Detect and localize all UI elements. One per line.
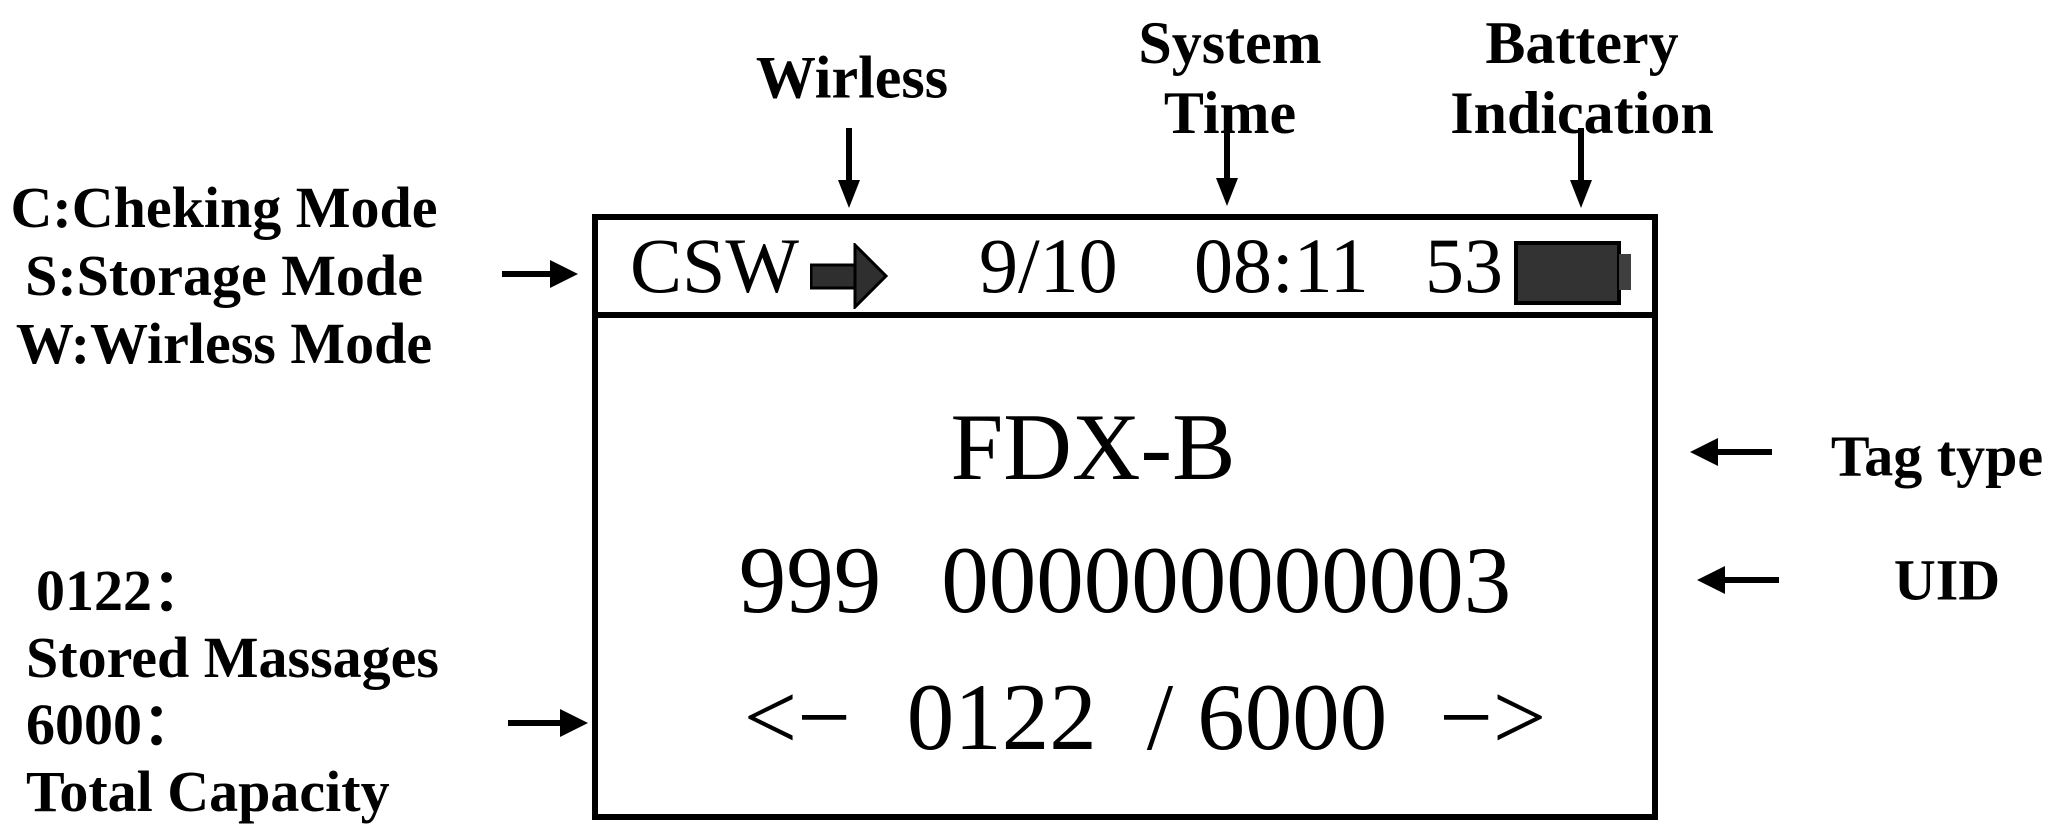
mode-legend: C:Cheking Mode S:Storage Mode W:Wirless … (0, 174, 448, 378)
mode-legend-line-wireless: W:Wirless Mode (15, 311, 433, 376)
battery-down-arrow-icon (1570, 128, 1592, 208)
system-date: 9/10 (979, 222, 1118, 309)
screen-area: FDX-B 999 000000000003 <− 0122 /6000 −> (598, 318, 1652, 814)
counter-prev-arrow: <− (743, 664, 851, 770)
storage-legend-arrow-icon (508, 709, 588, 737)
lcd-display: CSW 9/10 08:11 53 FDX-B 999 000000000003 (592, 214, 1658, 820)
uid-value: 999 000000000003 (598, 520, 1652, 640)
system-time: 08:11 (1194, 222, 1369, 309)
battery-icon (1514, 241, 1631, 305)
counter-stored-value: 0122 (906, 664, 1097, 770)
wireless-mode-right-arrow-icon (810, 243, 888, 309)
system-time-down-arrow-icon (1216, 118, 1238, 206)
tag-type-value: FDX-B (950, 394, 1236, 500)
mode-legend-line-storage: S:Storage Mode (25, 243, 423, 308)
tag-type-left-arrow-icon (1690, 438, 1772, 466)
system-time-label-line1: System (1138, 10, 1322, 76)
wirless-down-arrow-icon (838, 128, 860, 208)
message-counter: <− 0122 /6000 −> (638, 657, 1652, 777)
mode-legend-arrow-icon (502, 260, 578, 288)
system-time-label: System Time (1138, 8, 1321, 148)
battery-indication-label-line2: Indication (1450, 80, 1714, 146)
battery-indication-label: Battery Indication (1450, 8, 1713, 148)
wirless-label: Wirless (755, 44, 949, 111)
counter-separator: / (1146, 664, 1174, 770)
storage-legend-capacity-count: 6000： (26, 692, 201, 757)
mode-flags: CSW (630, 222, 800, 309)
storage-legend-stored-label: Stored Massages (26, 625, 439, 690)
storage-legend: 0122： Stored Massages 6000： Total Capaci… (26, 557, 439, 825)
battery-indication-label-line1: Battery (1485, 10, 1679, 76)
uid-label: UID (1893, 547, 2001, 613)
mode-legend-line-checking: C:Cheking Mode (10, 175, 438, 240)
uid-national-code: 000000000003 (941, 527, 1512, 633)
tag-type-label: Tag type (1830, 423, 2044, 489)
status-bar: CSW 9/10 08:11 53 (598, 220, 1652, 318)
counter-capacity-value: 6000 (1197, 664, 1388, 770)
uid-left-arrow-icon (1697, 566, 1779, 594)
system-time-label-line2: Time (1163, 80, 1297, 146)
uid-country-code: 999 (738, 527, 882, 633)
storage-legend-stored-count: 0122： (36, 558, 211, 623)
battery-level: 53 (1425, 222, 1503, 309)
counter-next-arrow: −> (1439, 664, 1547, 770)
storage-legend-capacity-label: Total Capacity (26, 759, 390, 824)
